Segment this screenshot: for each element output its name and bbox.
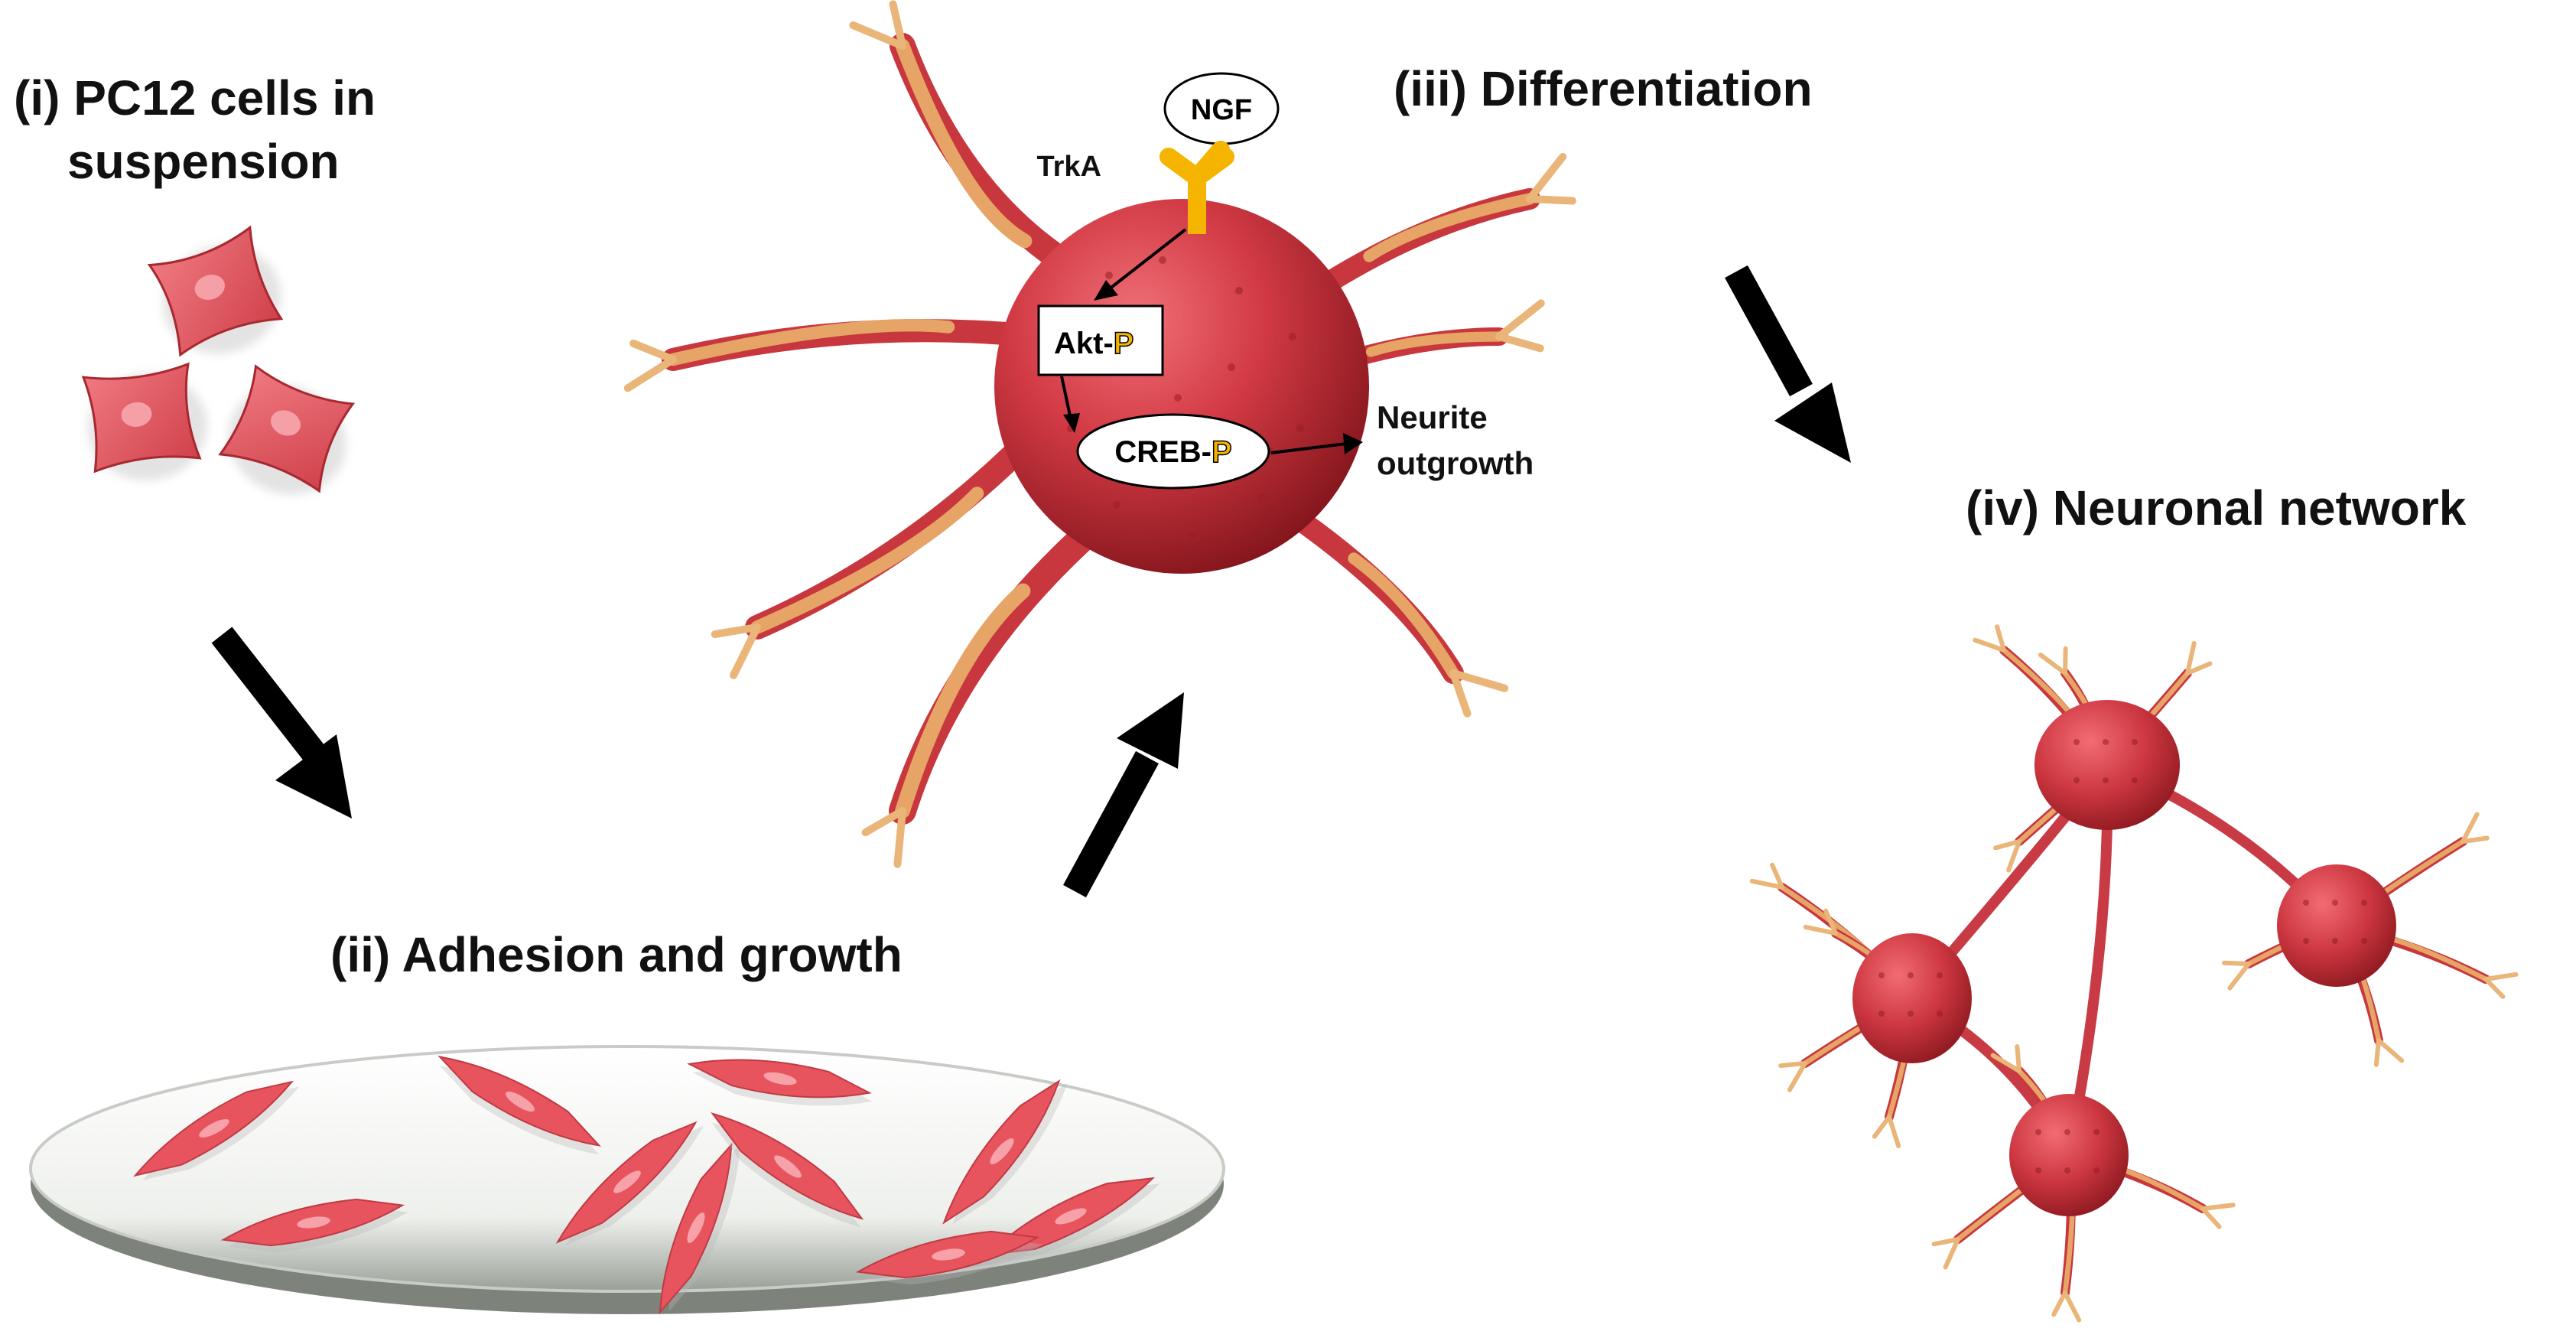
arrow-adhesion-to-differentiation (1063, 692, 1184, 898)
ngf-label-group: NGF (1163, 72, 1280, 145)
neurite (745, 416, 1052, 640)
svg-text:CREB-P: CREB-P (1114, 435, 1231, 469)
neurite (889, 514, 1107, 825)
outcome-line2: outgrowth (1377, 445, 1534, 481)
big-neuron-neurites (623, 0, 1576, 868)
arrow-suspension-to-adhesion (211, 627, 352, 819)
akt-box: Akt-P (1037, 304, 1164, 376)
akt-label: Akt- (1054, 327, 1114, 360)
neurite (1305, 188, 1540, 301)
neurite (662, 318, 1052, 371)
differentiating-neuron (623, 0, 1576, 868)
svg-text:Akt-P: Akt-P (1054, 327, 1134, 360)
adherent-cell (437, 1055, 601, 1155)
adherent-cell (711, 1112, 864, 1228)
arrow-akt-creb (1063, 413, 1080, 433)
network-neuron (1931, 1044, 2236, 1323)
suspension-cells (81, 225, 356, 495)
stage-i-line1: (i) PC12 cells in (14, 70, 376, 125)
adherent-cell (659, 1142, 740, 1315)
suspended-cell (147, 225, 284, 357)
big-neuron-soma (994, 199, 1369, 574)
suspended-cell (218, 364, 356, 495)
creb-label: CREB- (1114, 435, 1212, 469)
network-neuron (2222, 812, 2519, 1067)
creb-ellipse: CREB-P (1076, 413, 1270, 490)
stage-ii-label: (ii) Adhesion and growth (330, 927, 903, 982)
ngf-label: NGF (1191, 94, 1252, 126)
arrow-creb-outgrowth (1343, 433, 1363, 454)
signaling-pathway: NGF TrkA Akt-P CREB-P Neurite outgrowth (1037, 72, 1534, 490)
stage-i-line2: suspension (67, 134, 340, 189)
adherent-cell (133, 1080, 300, 1180)
stage-iv-label: (iv) Neuronal network (1966, 480, 2467, 535)
adherent-cell (220, 1198, 408, 1253)
neuronal-network (1749, 624, 2519, 1323)
trka-label: TrkA (1037, 151, 1101, 183)
trka-receptor-icon (1160, 141, 1234, 234)
adherent-cells (133, 1055, 1160, 1315)
stage-iii-label: (iii) Differentiation (1394, 61, 1813, 116)
arrow-differentiation-to-network (1725, 265, 1851, 463)
adherent-cell (942, 1079, 1068, 1225)
adherent-cell (855, 1230, 1043, 1285)
suspended-cell (81, 362, 207, 481)
outcome-line1: Neurite (1377, 399, 1488, 435)
neurite (1290, 509, 1464, 684)
adherent-cell (687, 1059, 873, 1106)
network-neuron (1749, 862, 1972, 1149)
creb-phospho: P (1212, 435, 1232, 469)
arrow-trka-akt (1094, 280, 1118, 301)
akt-phospho: P (1114, 327, 1134, 360)
adherent-cell (555, 1121, 704, 1245)
network-neuron (1973, 624, 2213, 873)
